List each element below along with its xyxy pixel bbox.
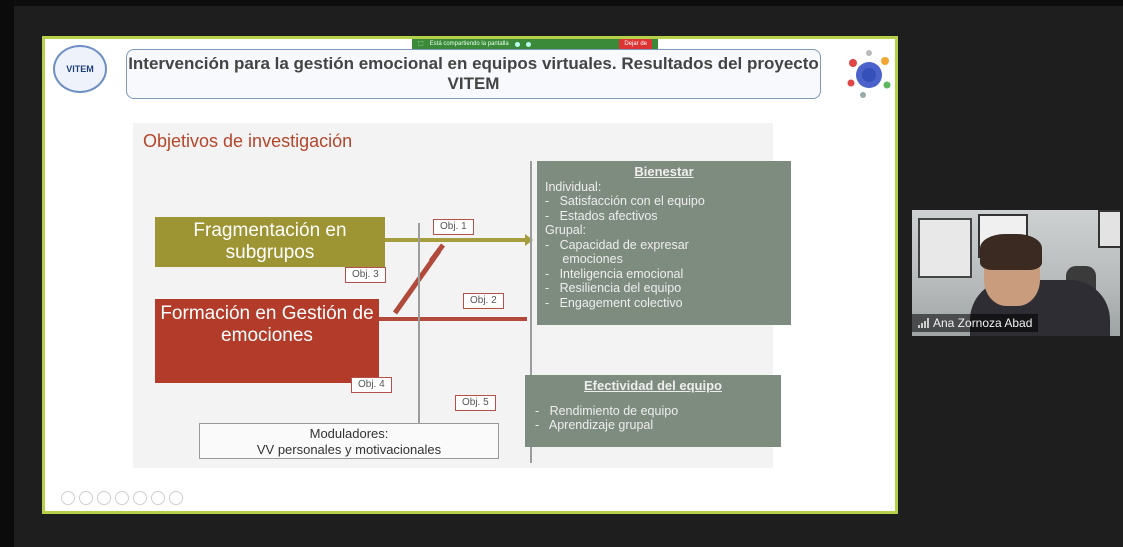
moduladores-label: Moduladores: [309, 426, 389, 441]
section-title: Objetivos de investigación [143, 131, 353, 151]
obj-label-5: Obj. 5 [455, 395, 496, 411]
efectividad-line: - Rendimiento de equipo [535, 403, 679, 418]
prev-slide-icon[interactable] [61, 491, 75, 505]
more-icon[interactable] [169, 491, 183, 505]
moduladores-detail: VV personales y motivacionales [256, 442, 442, 457]
efectividad-heading: Efectividad del equipo [584, 378, 722, 393]
obj-label-2: Obj. 2 [463, 293, 504, 309]
bienestar-line: - Capacidad de expresar [545, 237, 689, 252]
next-slide-icon[interactable] [79, 491, 93, 505]
obj-label-1: Obj. 1 [433, 219, 474, 235]
signal-strength-icon [918, 318, 929, 328]
zoom-icon[interactable] [133, 491, 147, 505]
participant-hair [980, 234, 1042, 270]
participant-name-tag: Ana Zornoza Abad [912, 314, 1039, 332]
left-strip [0, 0, 14, 547]
fragmentacion-box: Fragmentación en subgrupos [155, 217, 385, 267]
bienestar-box: Bienestar Individual: - Satisfacción con… [537, 161, 791, 325]
bienestar-line: emociones [545, 252, 623, 266]
slide-title: Intervención para la gestión emocional e… [128, 54, 819, 93]
top-strip [0, 0, 1123, 6]
participant-video[interactable]: Ana Zornoza Abad [912, 210, 1120, 336]
pause-icon[interactable] [514, 42, 520, 47]
share-message: Está compartiendo la pantalla [429, 41, 509, 47]
obj-label-4: Obj. 4 [351, 377, 392, 393]
efectividad-box: Efectividad del equipo - Rendimiento de … [525, 375, 781, 447]
settings-icon[interactable] [525, 42, 531, 47]
participant-name: Ana Zornoza Abad [933, 316, 1033, 330]
bienestar-heading: Bienestar [634, 164, 694, 179]
vitem-logo-text: VITEM [66, 64, 94, 74]
bienestar-line: - Estados afectivos [545, 208, 658, 223]
bienestar-line: - Engagement colectivo [545, 295, 683, 310]
slide-title-box: Intervención para la gestión emocional e… [126, 49, 821, 99]
bienestar-line: - Satisfacción con el equipo [545, 194, 705, 208]
screen-share-bar: ⬚ Está compartiendo la pantalla Dejar de [412, 39, 658, 50]
bienestar-line: - Inteligencia emocional [545, 266, 684, 281]
slide-controls [61, 491, 183, 505]
bienestar-line: Individual: [545, 179, 602, 194]
bienestar-line: - Resiliencia del equipo [545, 281, 682, 295]
background-window [1098, 210, 1120, 248]
project-logo-icon [847, 50, 891, 98]
vitem-logo: VITEM [53, 45, 107, 93]
subtitles-icon[interactable] [151, 491, 165, 505]
background-window [918, 218, 972, 278]
stop-sharing-button[interactable]: Dejar de [619, 39, 652, 50]
pen-icon[interactable] [97, 491, 111, 505]
bienestar-line: Grupal: [545, 223, 586, 237]
efectividad-line: - Aprendizaje grupal [535, 418, 654, 432]
grid-icon[interactable] [115, 491, 129, 505]
shared-screen: ⬚ Está compartiendo la pantalla Dejar de… [42, 36, 898, 514]
obj-label-3: Obj. 3 [345, 267, 386, 283]
moduladores-box: Moduladores: VV personales y motivaciona… [199, 423, 499, 459]
slide-content: Objetivos de investigación Fragmentación… [133, 123, 791, 468]
share-icon: ⬚ [418, 41, 424, 47]
formacion-box: Formación en Gestión de emociones [155, 299, 379, 383]
